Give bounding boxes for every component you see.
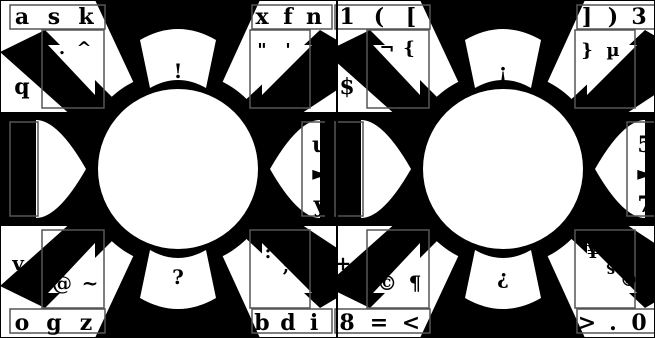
key-top-punct-left-0[interactable]: ¬ <box>379 38 394 59</box>
panel-numbers: 1([2])3%$/*¬{÷¡}µ×4◄65►7+−£©¶¿¥§®#,8=<∇9… <box>325 0 655 338</box>
key-bottom-right-0[interactable]: > <box>578 310 596 336</box>
key-bottom-1[interactable]: = <box>370 310 388 336</box>
key-bottom-left-col-1[interactable]: w <box>8 273 27 297</box>
key-left-col-0[interactable]: % <box>337 42 358 68</box>
key-bottom-0[interactable]: o <box>15 310 30 336</box>
key-bottom-mid-nabla[interactable]: ∇ <box>453 310 470 336</box>
key-bottom-right-col-1[interactable]: , <box>644 271 651 295</box>
key-bottom-right-col-1[interactable]: l <box>318 271 326 295</box>
key-top-punct-right-0[interactable]: } <box>581 40 593 61</box>
key-left-col-1[interactable]: q <box>14 74 29 100</box>
key-bottom-right-0[interactable]: b <box>254 310 269 336</box>
key-bottom-right-mark-0[interactable]: : <box>265 242 272 263</box>
key-top-punct-right-0[interactable]: " <box>257 40 266 61</box>
key-top-punct-left-1[interactable]: ^ <box>76 38 91 59</box>
rotor-hub[interactable] <box>98 89 258 249</box>
key-bottom-right-mark-1[interactable]: § <box>606 256 615 277</box>
key-top-punct-left-extra[interactable]: \ <box>58 73 66 97</box>
key-bottom-mid-mark[interactable]: ¿ <box>497 265 509 289</box>
key-top-mid-letter[interactable]: 2 <box>487 4 502 30</box>
key-right-arc-top[interactable]: 5 <box>637 132 652 158</box>
key-left-arc-arrow[interactable]: ◄ <box>14 159 30 183</box>
key-bottom-1[interactable]: g <box>46 310 61 336</box>
key-bottom-2[interactable]: < <box>402 310 420 336</box>
key-top-right-0[interactable]: x <box>255 4 269 30</box>
key-bottom-right-2[interactable]: i <box>310 310 318 336</box>
key-bottom-mid-nabla[interactable]: ∇ <box>128 310 145 336</box>
key-top-right-1[interactable]: f <box>283 4 294 30</box>
key-top-mid-mark[interactable]: ¡ <box>499 59 508 83</box>
key-top-punct-right-1[interactable]: µ <box>606 40 619 61</box>
key-left-col-0[interactable]: m <box>10 42 33 68</box>
key-left-arc-top[interactable]: h <box>14 128 30 154</box>
key-top-0[interactable]: a <box>15 4 29 30</box>
key-bottom-mid-letter[interactable]: 9 <box>487 310 502 336</box>
key-top-punct-left-1[interactable]: { <box>403 38 415 59</box>
key-bottom-right-mark-0[interactable]: ¥ <box>587 242 600 263</box>
key-bottom-right-col-0[interactable]: j <box>316 245 325 269</box>
key-top-1[interactable]: s <box>48 4 60 30</box>
key-right-col-1[interactable]: * <box>641 74 653 100</box>
rotor-hub[interactable] <box>423 89 583 249</box>
key-top-0[interactable]: 1 <box>339 4 354 30</box>
key-bottom-mid-mark[interactable]: ? <box>172 265 184 289</box>
key-top-right-0[interactable]: ] <box>582 4 592 30</box>
key-top-right-mark[interactable]: | <box>282 82 289 103</box>
key-left-arc-bottom[interactable]: 6 <box>339 188 354 214</box>
key-bottom-0[interactable]: 8 <box>339 310 354 336</box>
key-top-right-mark[interactable]: × <box>602 82 617 103</box>
key-top-2[interactable]: k <box>78 4 94 30</box>
key-bottom-left-mark-0[interactable]: & <box>53 237 71 261</box>
key-bottom-right-1[interactable]: . <box>609 310 617 336</box>
key-top-2[interactable]: [ <box>406 4 416 30</box>
key-right-col-0[interactable]: / <box>643 42 652 68</box>
key-right-col-0[interactable]: r <box>316 42 328 68</box>
key-top-punct-right-1[interactable]: ' <box>285 40 291 61</box>
key-bottom-2[interactable]: z <box>80 310 93 336</box>
key-bottom-mid-letter[interactable]: e <box>163 310 177 336</box>
key-bottom-right-2[interactable]: 0 <box>631 310 646 336</box>
key-bottom-right-col-0[interactable]: # <box>639 245 655 269</box>
key-bottom-left-mark-2[interactable]: ~ <box>82 271 99 295</box>
key-bottom-right-mark-2[interactable]: ® <box>620 270 638 291</box>
key-left-arc-top[interactable]: 4 <box>339 128 354 154</box>
key-top-right-2[interactable]: 3 <box>631 4 646 30</box>
key-top-mid-letter[interactable]: t <box>165 4 176 30</box>
key-top-right-2[interactable]: n <box>306 4 322 30</box>
key-top-mid-mark[interactable]: ! <box>174 59 183 83</box>
key-right-arc-bottom[interactable]: 7 <box>637 192 652 218</box>
key-top-right-1[interactable]: ) <box>608 4 618 30</box>
key-right-col-1[interactable]: p <box>314 74 329 100</box>
key-left-arc-arrow[interactable]: ◄ <box>339 159 355 183</box>
key-left-col-1[interactable]: $ <box>339 74 354 100</box>
key-left-arc-bottom[interactable]: c <box>15 188 28 214</box>
key-top-1[interactable]: ( <box>374 4 384 30</box>
key-bottom-left-mark-0[interactable]: £ <box>380 237 394 261</box>
key-right-arc-arrow[interactable]: ► <box>637 161 653 185</box>
key-top-punct-left-extra[interactable]: ÷ <box>379 73 396 97</box>
key-bottom-left-col-0[interactable]: v <box>11 251 25 275</box>
key-top-punct-left-0[interactable]: . <box>59 38 65 59</box>
key-bottom-left-mark-1[interactable]: @ <box>52 271 72 295</box>
key-bottom-right-1[interactable]: d <box>280 310 295 336</box>
key-bottom-right-mark-1[interactable]: ; <box>283 256 290 277</box>
key-bottom-left-mark-2[interactable]: ¶ <box>409 271 422 295</box>
key-bottom-left-mark-1[interactable]: © <box>377 271 397 295</box>
